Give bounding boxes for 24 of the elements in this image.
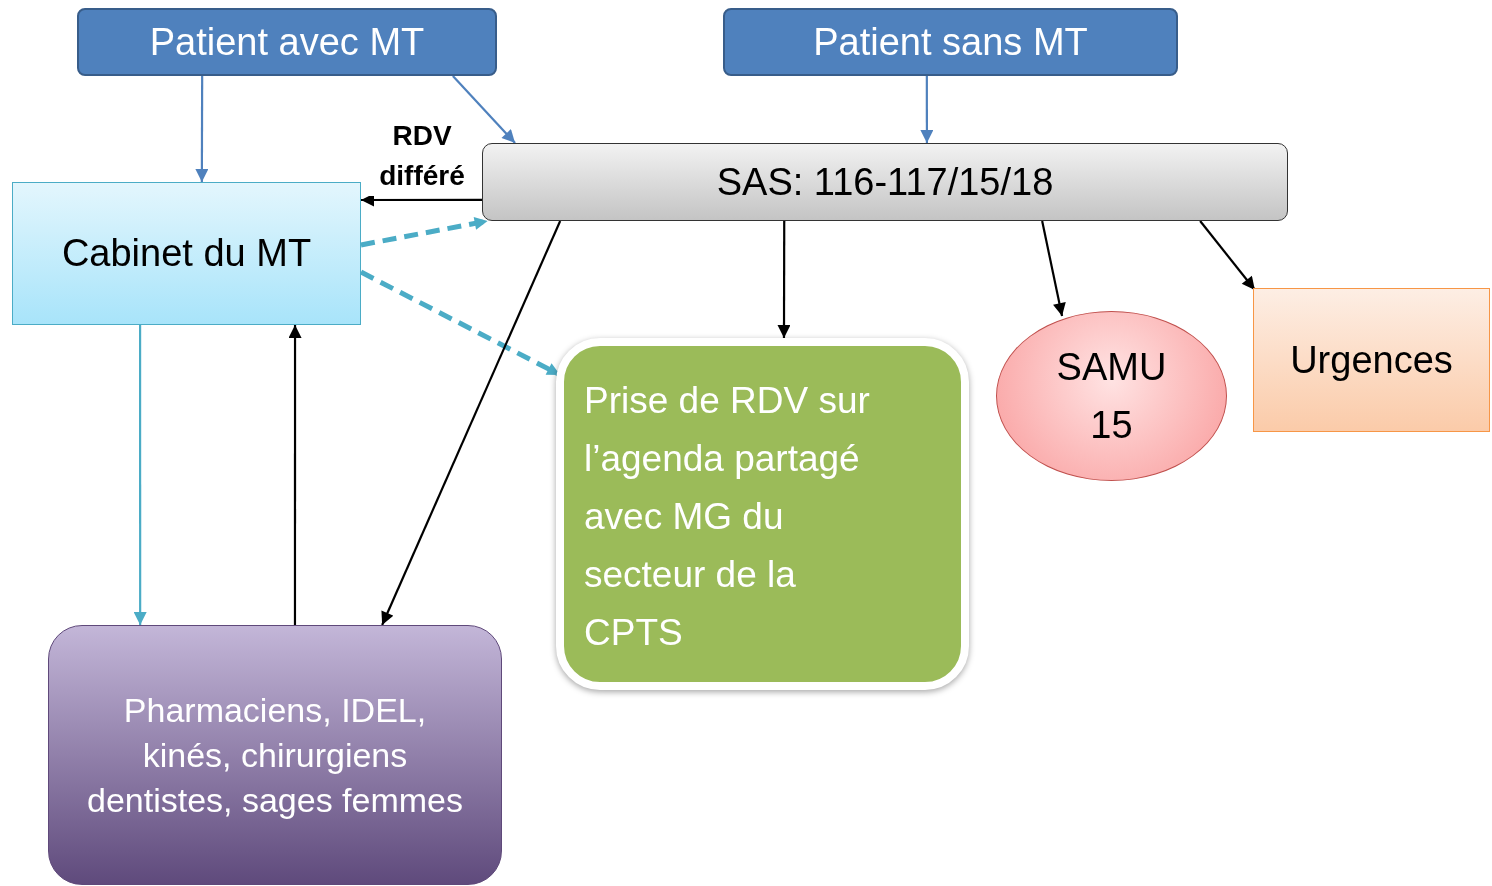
arrow <box>777 221 791 338</box>
node-text: Prise de RDV sur l’agenda partagé avec MG du secteur de la CPTS <box>584 379 871 655</box>
node-text: Patient sans MT <box>813 20 1088 64</box>
node-text: Urgences <box>1290 338 1453 382</box>
header-box <box>77 8 497 76</box>
process-box <box>12 182 361 325</box>
node-text: SAS: 116-117/15/18 <box>716 160 1054 204</box>
arrow <box>288 325 302 625</box>
arrow <box>195 76 209 182</box>
arrow <box>920 76 934 143</box>
node-text: Cabinet du MT <box>61 232 312 275</box>
process-box <box>482 143 1288 221</box>
node-text: SAMU 15 <box>1055 345 1168 448</box>
arrow <box>381 220 562 626</box>
node-text: Patient avec MT <box>149 20 425 64</box>
arrow <box>1041 220 1066 317</box>
arrow <box>1199 220 1256 291</box>
rounded-box <box>48 625 502 885</box>
arrow <box>452 75 516 144</box>
header-box <box>723 8 1178 76</box>
node-text: Pharmaciens, IDEL, kinés, chirurgiens dentistes, sages femmes <box>85 689 465 821</box>
process-box <box>1253 288 1490 432</box>
arrow <box>360 217 489 248</box>
arrow <box>133 325 147 625</box>
